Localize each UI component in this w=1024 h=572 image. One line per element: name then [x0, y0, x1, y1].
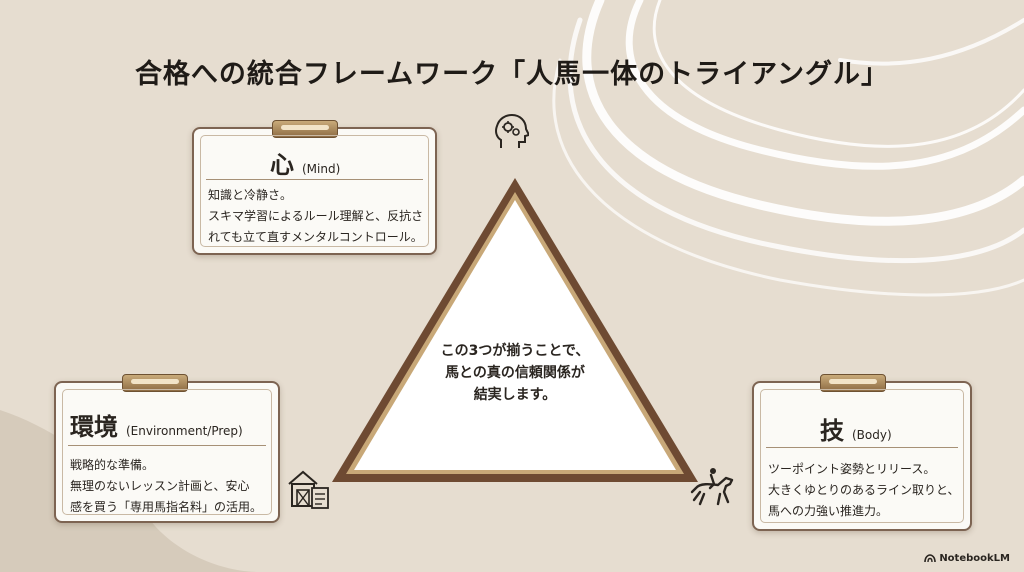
card-environment-label: (Environment/Prep) [126, 424, 243, 438]
card-mind-label: (Mind) [302, 162, 341, 176]
card-environment: 環境 (Environment/Prep) 戦略的な準備。 無理のないレッスン計… [54, 374, 280, 523]
brain-gears-icon [495, 113, 529, 148]
card-environment-kanji: 環境 [70, 412, 118, 441]
horse-rider-icon [690, 468, 734, 506]
card-environment-body: 戦略的な準備。 無理のないレッスン計画と、安心 感を買う「専用馬指名料」の活用。 [70, 458, 263, 514]
notebooklm-logo-icon [924, 554, 937, 563]
clip-icon [122, 374, 188, 392]
card-body: 技 (Body) ツーポイント姿勢とリリース。 大きくゆとりのあるライン取りと、… [752, 374, 972, 531]
center-statement: この3つが揃うことで、 馬との真の信頼関係が 結実します。 [440, 343, 590, 403]
card-body-label: (Body) [852, 428, 892, 442]
card-mind-body: 知識と冷静さ。 スキマ学習によるルール理解と、反抗さ れても立て直すメンタルコン… [208, 188, 424, 244]
card-mind: 心 (Mind) 知識と冷静さ。 スキマ学習によるルール理解と、反抗さ れても立… [192, 120, 437, 255]
triangle-diagram [332, 178, 698, 482]
card-mind-kanji: 心 [270, 150, 294, 179]
clip-icon [272, 120, 338, 138]
brand-logo: NotebookLM [924, 553, 1010, 564]
page-title: 合格への統合フレームワーク「人馬一体のトライアングル」 [134, 59, 890, 90]
clip-icon [820, 374, 886, 392]
triangle-inner [354, 200, 676, 470]
stable-checklist-icon [288, 470, 329, 509]
card-body-text: ツーポイント姿勢とリリース。 大きくゆとりのあるライン取りと、 馬への力強い推進… [768, 462, 960, 518]
card-body-kanji: 技 [820, 416, 844, 445]
brand-label: NotebookLM [939, 553, 1010, 564]
